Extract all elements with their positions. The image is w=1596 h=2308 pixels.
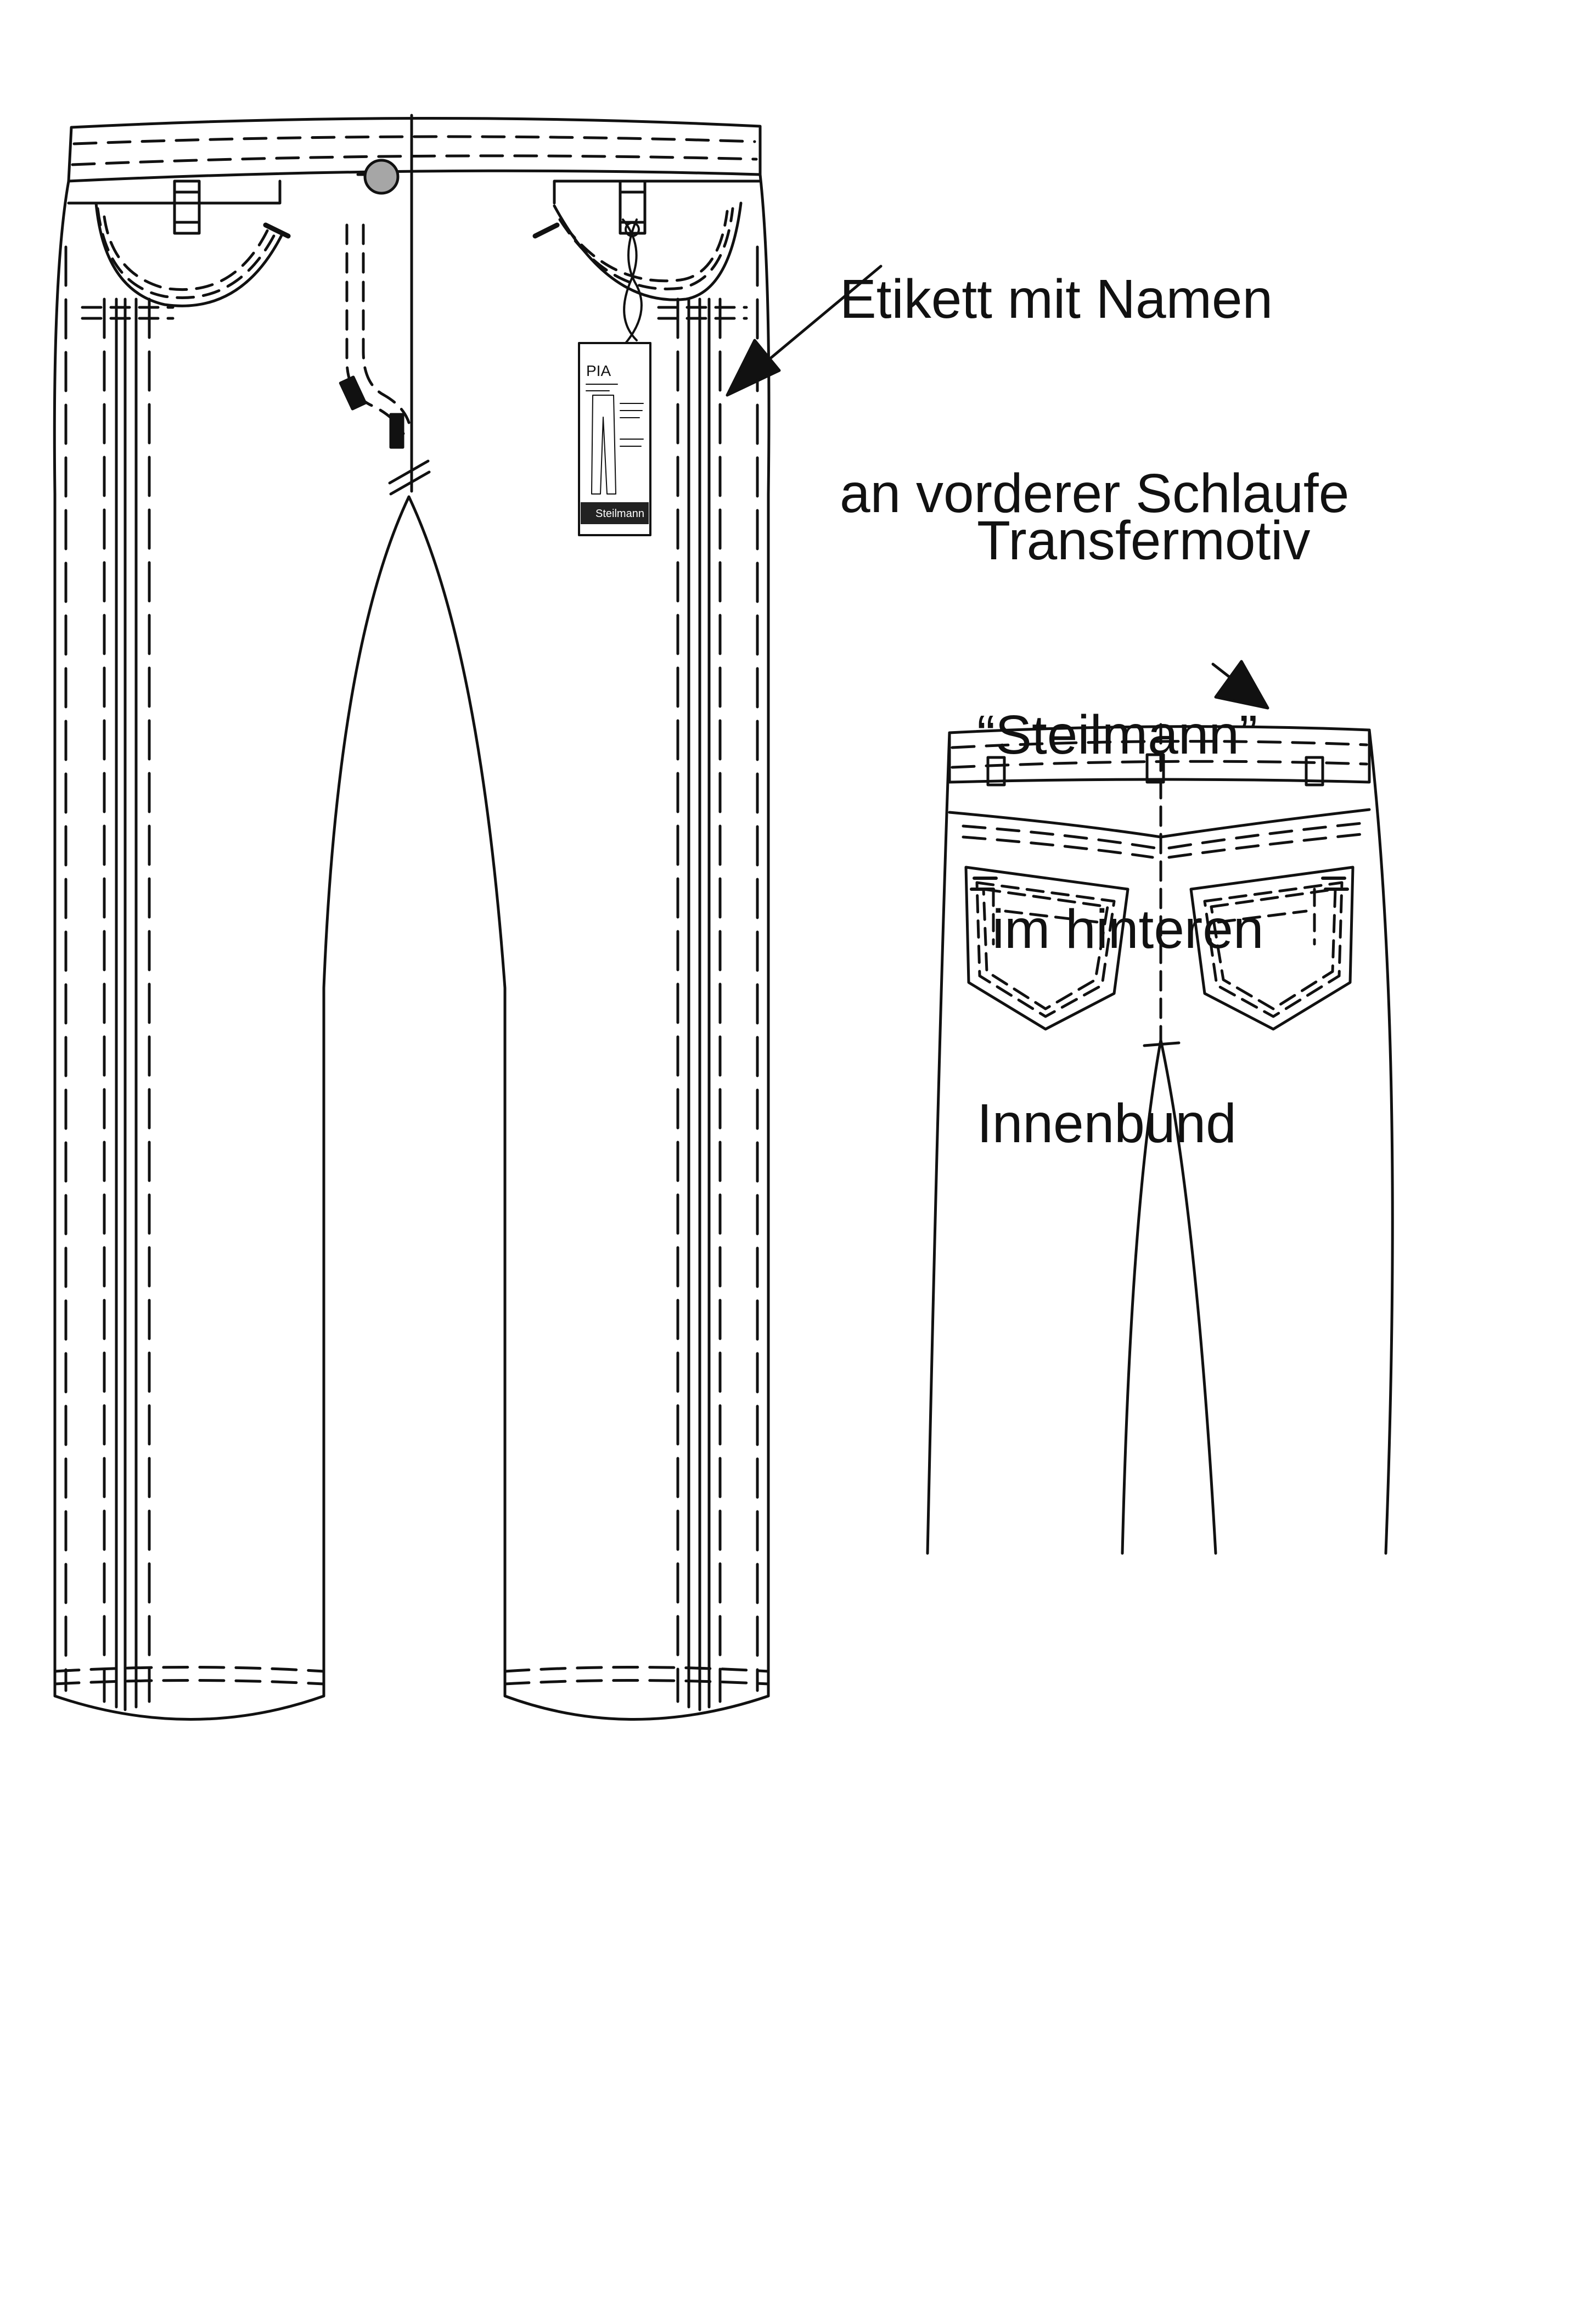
back-waistband bbox=[948, 723, 1371, 1042]
hang-tag-brand: Steilmann bbox=[595, 508, 644, 520]
waist-button bbox=[356, 159, 400, 195]
front-view: PIA Steilmann bbox=[53, 114, 883, 1721]
label-annotation: Etikett mit Namen an vorderer Schlaufe bbox=[840, 137, 1349, 655]
front-left-side-seam bbox=[64, 245, 175, 1711]
back-yoke bbox=[948, 808, 1371, 859]
crotch-tack bbox=[1143, 1041, 1181, 1047]
transfer-annotation-line-4: Innenbund bbox=[977, 1093, 1237, 1154]
transfer-annotation: Transfermotiv “Steilmann” im hinteren In… bbox=[977, 379, 1311, 1285]
front-hems bbox=[53, 1666, 770, 1686]
label-annotation-line-2: an vorderer Schlaufe bbox=[840, 463, 1350, 524]
back-left-pocket bbox=[964, 866, 1129, 1031]
back-view bbox=[926, 660, 1394, 1555]
front-right-pocket bbox=[532, 179, 762, 301]
back-outline bbox=[926, 728, 1394, 1555]
transfer-arrow bbox=[1211, 660, 1269, 710]
fly-construction bbox=[339, 114, 431, 496]
transfer-annotation-line-3: im hinteren bbox=[977, 899, 1264, 960]
transfer-annotation-line-1: Transfermotiv bbox=[977, 510, 1311, 571]
front-waistband bbox=[67, 116, 762, 183]
transfer-annotation-line-2: “Steilmann” bbox=[977, 704, 1258, 766]
hang-tag: PIA Steilmann bbox=[578, 218, 651, 536]
front-left-pocket bbox=[67, 179, 291, 307]
label-annotation-line-1: Etikett mit Namen bbox=[840, 268, 1273, 330]
hang-tag-name: PIA bbox=[586, 362, 611, 379]
hang-tag-jeans-icon bbox=[591, 395, 616, 495]
front-outline bbox=[53, 173, 771, 1721]
back-right-pocket bbox=[1189, 866, 1355, 1031]
label-arrow bbox=[726, 265, 883, 397]
front-right-side-seam bbox=[657, 245, 759, 1711]
